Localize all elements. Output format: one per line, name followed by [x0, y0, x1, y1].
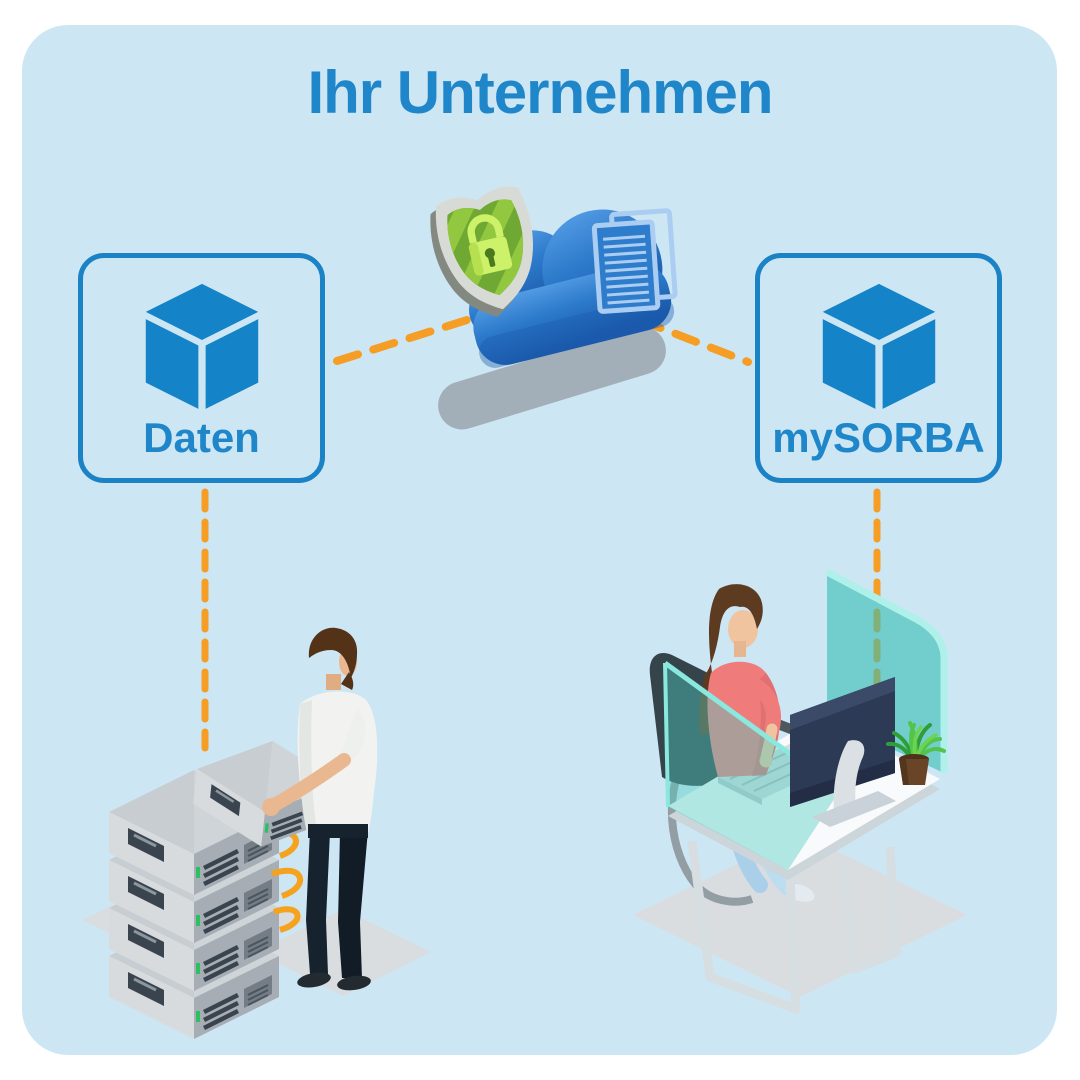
- node-mysorba: mySORBA: [755, 253, 1002, 483]
- office-workstation-scene: [633, 568, 967, 1014]
- connector-daten-cloud: [333, 315, 474, 365]
- monitor: [790, 677, 896, 827]
- page-title: Ihr Unternehmen: [307, 59, 773, 126]
- it-technician-person: [262, 627, 378, 991]
- lock-icon: [467, 214, 513, 276]
- server-stack-scene: [82, 627, 431, 1055]
- node-mysorba-label: mySORBA: [772, 414, 985, 461]
- node-daten-label: Daten: [143, 414, 260, 461]
- cube-icon: [145, 283, 258, 409]
- cloud-shadow: [438, 326, 666, 430]
- monitor-base: [812, 791, 896, 827]
- document-icon: [591, 208, 678, 314]
- connector-cloud-mysorba: [636, 316, 752, 366]
- cube-icon: [822, 283, 935, 409]
- secure-cloud-group: [424, 182, 678, 430]
- node-daten: Daten: [78, 253, 325, 483]
- potted-plant: [886, 721, 946, 785]
- monitor-stand: [833, 740, 865, 813]
